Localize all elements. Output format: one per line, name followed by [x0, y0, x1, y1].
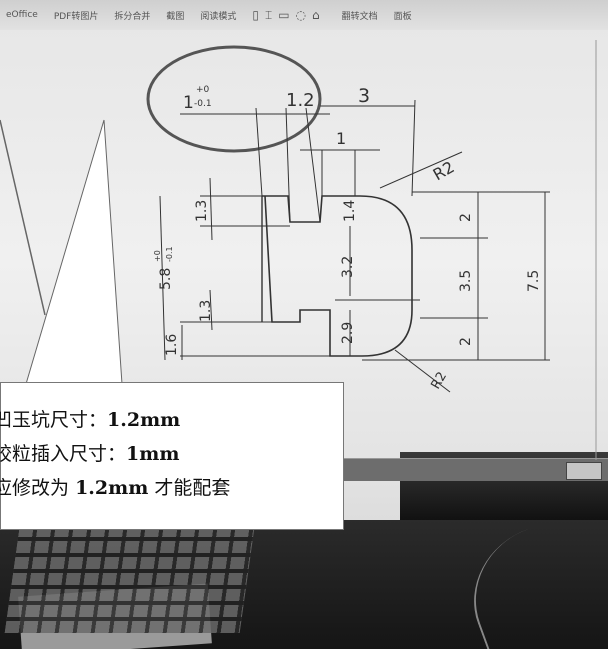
dim-2-9: 2.9: [340, 322, 356, 344]
dim-line-left-inner: [209, 177, 213, 241]
callout-line-3-value: 1.2mm: [75, 477, 149, 499]
toolbar-item-pdf-to-image[interactable]: PDF转图片: [53, 11, 99, 22]
ext-line-b: [285, 107, 291, 223]
dim-3-5: 3.5: [458, 270, 474, 292]
ext-line-a: [255, 107, 263, 197]
ext-line-c: [305, 107, 321, 223]
toolbar-item-reading-mode[interactable]: 阅读模式: [200, 11, 237, 22]
dim-1: 1: [336, 129, 346, 148]
dim-r2-top: R2: [430, 157, 458, 184]
dim-2-bottom: 2: [458, 337, 474, 346]
callout-line-2-text: 胶粒插入尺寸：: [0, 443, 127, 465]
toolbar-item-eoffice[interactable]: eOffice: [6, 10, 38, 20]
toolbar-item-screenshot[interactable]: 截图: [166, 11, 185, 22]
leader-r2-top: [379, 151, 463, 189]
dim-tolerance-main: 1: [183, 93, 194, 113]
dim-5-8-lower: -0.1: [165, 246, 174, 262]
callout-line-3-text: 应修改为: [0, 477, 70, 499]
part-outline: [262, 195, 413, 357]
taskbar: [340, 458, 608, 481]
annotation-callout: 凹玉坑尺寸：1.2mm 胶粒插入尺寸：1mm 应修改为 1.2mm 才能配套: [0, 382, 344, 530]
callout-line-1: 凹玉坑尺寸：1.2mm: [0, 403, 343, 437]
callout-line-2: 胶粒插入尺寸：1mm: [0, 437, 343, 471]
page-edge-left: [0, 119, 46, 316]
dim-line-left-outer: [159, 195, 166, 361]
dim-line-left-lower: [209, 289, 213, 331]
dim-tolerance-lower: -0.1: [194, 99, 212, 109]
ext-line-d: [411, 99, 416, 197]
callout-line-3-suffix: 才能配套: [148, 477, 231, 499]
dim-1-6: 1.6: [164, 334, 180, 356]
toolbar-item-translate[interactable]: 翻转文档: [341, 11, 378, 22]
callout-line-2-value: 1mm: [126, 443, 180, 465]
dim-r2-bottom: R2: [428, 370, 450, 392]
dim-1-3-bottom: 1.3: [198, 300, 214, 322]
dim-1-4: 1.4: [342, 200, 358, 222]
toolbar-item-split-merge[interactable]: 拆分合并: [114, 11, 151, 22]
dim-5-8-upper: +0: [153, 250, 162, 262]
dim-2-top: 2: [458, 213, 474, 222]
callout-line-1-value: 1.2mm: [107, 409, 181, 431]
dim-3-2: 3.2: [340, 256, 356, 278]
toolbar-item-panel[interactable]: 面板: [393, 11, 412, 22]
dim-7-5: 7.5: [526, 270, 542, 292]
dim-1-3-top: 1.3: [194, 200, 210, 222]
dim-tolerance-upper: +0: [196, 85, 210, 95]
dim-3: 3: [358, 85, 370, 107]
taskbar-icon[interactable]: [566, 462, 602, 480]
leader-r2-bottom: [394, 349, 451, 393]
highlight-ellipse: [146, 45, 322, 153]
callout-line-3: 应修改为 1.2mm 才能配套: [0, 471, 343, 505]
toolbar-icons[interactable]: ▯⌶▭◌⌂: [252, 7, 326, 22]
dim-1-2-top: 1.2: [286, 90, 315, 111]
dim-5-8-main: 5.8: [158, 268, 174, 290]
viewer-toolbar: eOffice PDF转图片 拆分合并 截图 阅读模式 ▯⌶▭◌⌂ 翻转文档 面…: [0, 0, 608, 30]
callout-line-1-text: 凹玉坑尺寸：: [0, 409, 108, 431]
